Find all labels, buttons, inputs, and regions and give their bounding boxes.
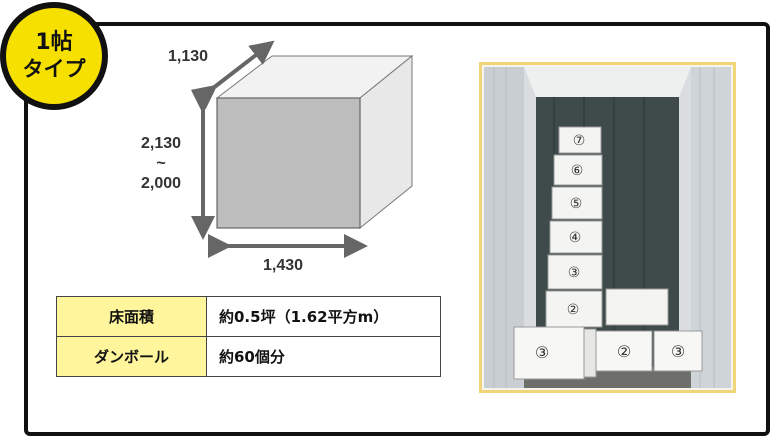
type-badge: 1帖 タイプ [0, 2, 108, 110]
box-stack: ⑦ ⑥ ⑤ ④ ③ ② [545, 126, 603, 328]
spec-table: 床面積 約0.5坪（1.62平方m） ダンボール 約60個分 [56, 296, 441, 377]
type-badge-inner: 1帖 タイプ [6, 8, 102, 104]
box-label: ③ [568, 265, 581, 281]
height-dimension: 2,130 ~ 2,000 [126, 134, 196, 194]
spec-label: ダンボール [56, 336, 207, 377]
spec-row-boxes: ダンボール 約60個分 [56, 336, 441, 377]
width-dimension: 1,430 [263, 257, 304, 274]
spec-label: 床面積 [56, 296, 207, 337]
height-min-value: 2,000 [140, 175, 182, 192]
badge-size-label: 1帖 [35, 30, 73, 56]
height-separator: ~ [156, 155, 166, 172]
storage-photo: ⑦ ⑥ ⑤ ④ ③ ② ③ ② ③ [484, 67, 731, 388]
box-label: ⑥ [571, 163, 584, 179]
spec-row-area: 床面積 約0.5坪（1.62平方m） [56, 296, 441, 337]
box-label: ④ [569, 230, 582, 246]
depth-dimension: 1,130 [168, 48, 209, 65]
floor-boxes: ③ ② ③ [513, 326, 703, 380]
box-label: ⑤ [570, 196, 583, 212]
spec-value: 約0.5坪（1.62平方m） [206, 296, 441, 337]
box-label: ③ [535, 343, 549, 362]
box-label: ⑦ [573, 133, 586, 149]
box-label: ② [567, 302, 580, 318]
box-label: ② [617, 342, 631, 361]
height-max-value: 2,130 [140, 135, 182, 152]
cube-front-face [216, 97, 361, 229]
spec-value: 約60個分 [206, 336, 441, 377]
cube-diagram [191, 40, 414, 258]
badge-type-label: タイプ [22, 56, 86, 81]
depth-arrow [191, 40, 275, 109]
box-label: ③ [671, 342, 685, 361]
storage-photo-frame: ⑦ ⑥ ⑤ ④ ③ ② ③ ② ③ [479, 62, 736, 393]
storage-unit-illustration: ⑦ ⑥ ⑤ ④ ③ ② ③ ② ③ [484, 67, 731, 388]
